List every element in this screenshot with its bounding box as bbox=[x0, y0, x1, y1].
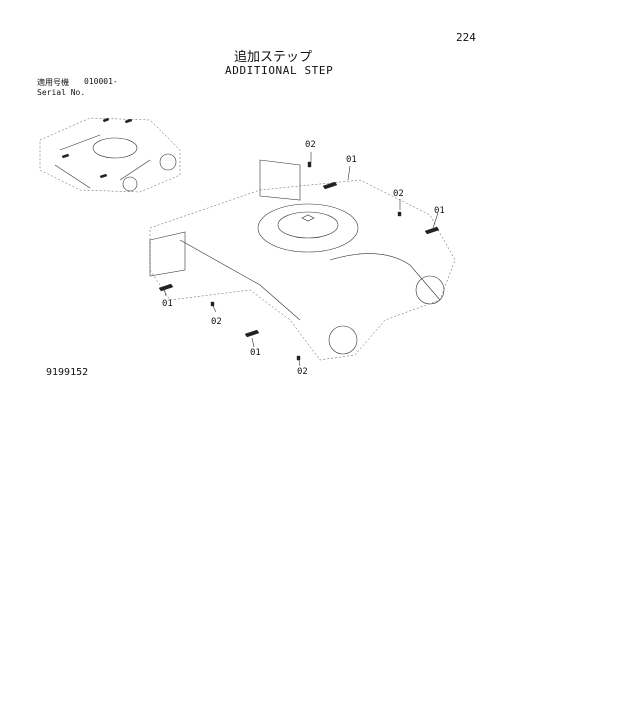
serial-value: 010001- bbox=[84, 77, 118, 86]
main-drawing bbox=[149, 152, 456, 367]
callout-label: 01 bbox=[162, 299, 173, 309]
callout-label: 02 bbox=[393, 189, 404, 199]
callout-label: 02 bbox=[305, 140, 316, 150]
callout-label: 01 bbox=[434, 206, 445, 216]
page-title-japanese: 追加ステップ bbox=[234, 50, 313, 65]
serial-label-japanese: 適用号機 bbox=[37, 78, 69, 87]
callout-label: 02 bbox=[211, 317, 222, 327]
callout-label: 01 bbox=[250, 348, 261, 358]
page-title-english: ADDITIONAL STEP bbox=[225, 64, 334, 77]
overview-drawing bbox=[39, 117, 181, 193]
callout-label: 02 bbox=[297, 367, 308, 377]
callout-label: 01 bbox=[346, 155, 357, 165]
page-number: 224 bbox=[456, 31, 476, 44]
drawing-number: 9199152 bbox=[46, 367, 89, 378]
serial-label-english: Serial No. bbox=[37, 88, 86, 97]
